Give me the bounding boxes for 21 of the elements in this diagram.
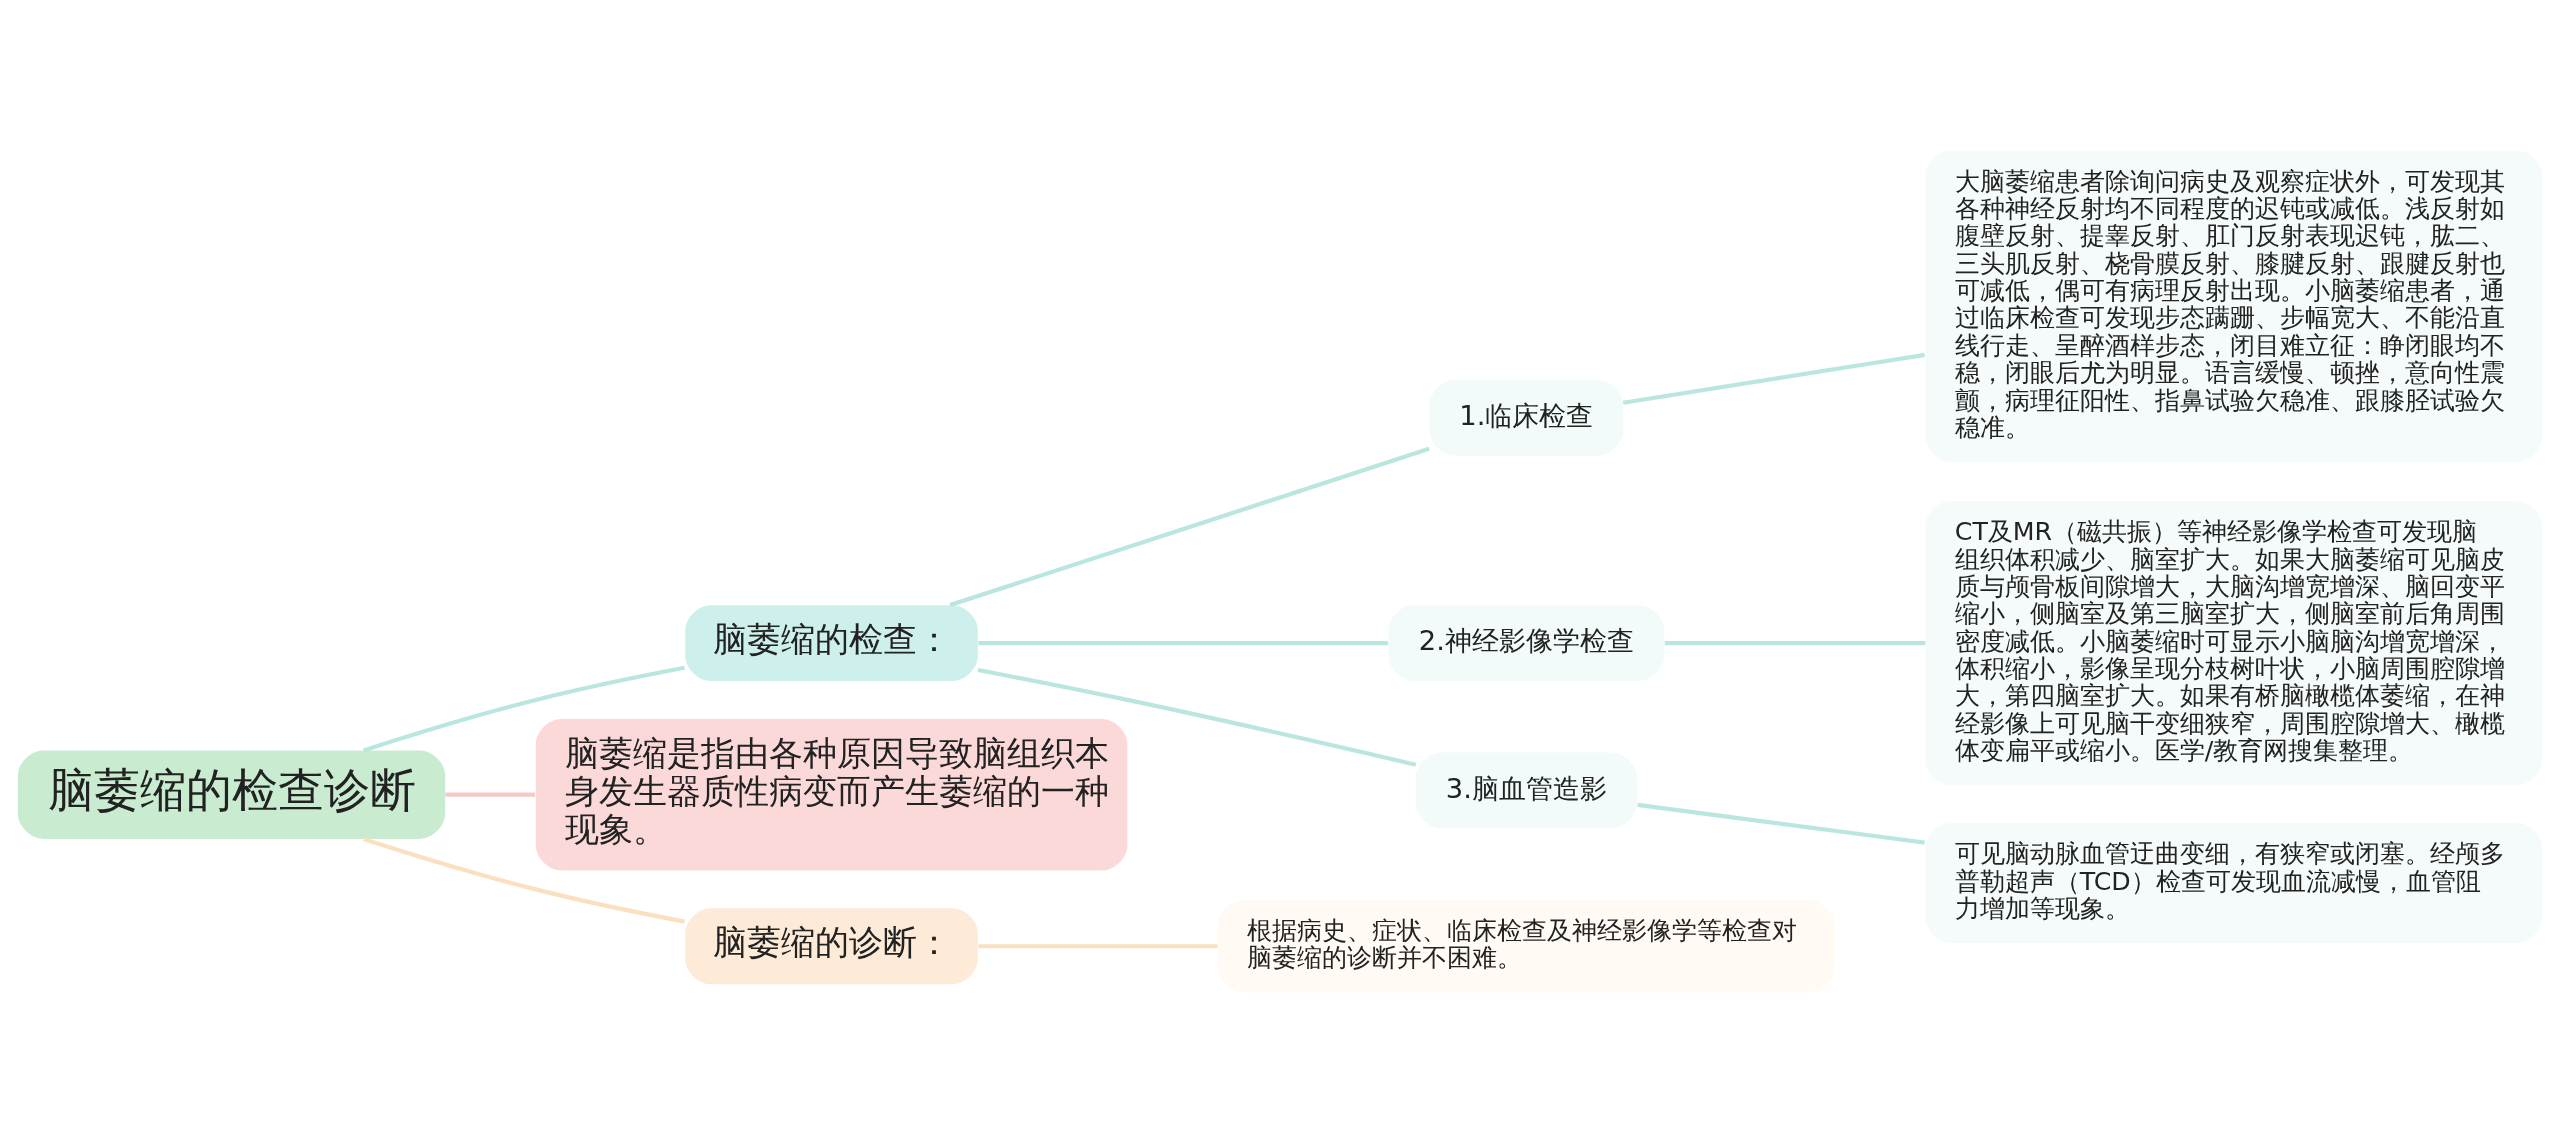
node-box: 1.临床检查 [1429,379,1624,456]
connector [1664,640,1926,646]
node-box: CT及MR（磁共振）等神经影像学检查可发现脑组织体积减少、脑室扩大。如果大脑萎缩可见脑皮质与颅骨板间隙增大，大脑沟增宽增深、脑回变平缩小，侧脑室及第三脑室扩大，侧脑室前后角周围密度减低。小脑萎缩时可显示小脑脑沟增宽增深，体积缩小，影像呈现分枝树叶状，小脑周围腔隙增大，第四脑室扩大。如果有桥脑橄榄体萎缩，在神经影像上可见脑干变细狭窄，周围腔隙增大、橄榄体变扁平或缩小。医学/教育网搜集整理。 [1925,500,2543,786]
node-box: 2.神经影像学检查 [1388,605,1665,681]
connector [978,944,1218,949]
connector [1637,802,1925,845]
node-box: 大脑萎缩患者除询问病史及观察症状外，可发现其各种神经反射均不同程度的迟钝或减低。浅反射如腹壁反射、提睾反射、肛门反射表现迟钝，肱二、三头肌反射、桡骨膜反射、膝腱反射、跟腱反射也可减低，偶可有病理反射出现。小脑萎缩患者，通过临床检查可发现步态蹒跚、步幅宽大、不能沿直线行走、呈醉酒样步态，闭目难立征：睁闭眼均不稳，闭眼后尤为明显。语言缓慢、顿挫，意向性震颤，病理征阳性、指鼻试验欠稳准、跟膝胫试验欠稳准。 [1925,150,2543,462]
connector [445,792,535,797]
node-box: 根据病史、症状、临床检查及神经影像学等检查对脑萎缩的诊断并不困难。 [1217,899,1835,993]
node-box: 脑萎缩的检查诊断 [17,750,446,839]
connector [1622,352,1925,405]
node-box: 3.脑血管造影 [1415,752,1637,829]
connector [362,665,685,753]
connector [977,667,1417,767]
connector [362,836,685,924]
connector [978,640,1388,646]
node-box: 可见脑动脉血管迂曲变细，有狭窄或闭塞。经颅多普勒超声（TCD）检查可发现血流减慢，血管阻力增加等现象。 [1925,823,2543,944]
node-box: 脑萎缩的诊断： [685,908,978,985]
node-box: 脑萎缩的检查： [685,605,978,681]
node-box: 脑萎缩是指由各种原因导致脑组织本身发生器质性病变而产生萎缩的一种现象。 [535,718,1128,871]
connector [949,446,1430,608]
